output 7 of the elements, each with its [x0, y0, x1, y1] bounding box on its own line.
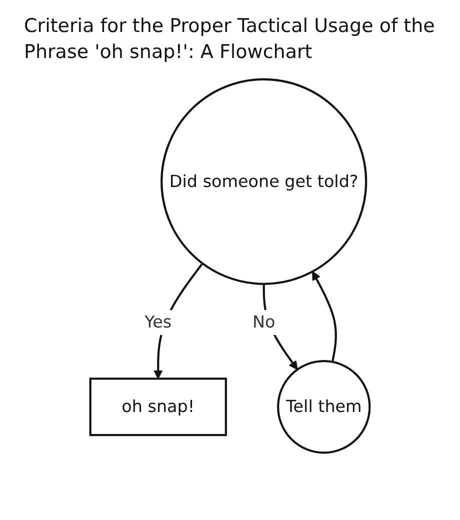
node-circle: Tell them — [277, 360, 371, 454]
node-circle: Did someone get told? — [160, 78, 368, 286]
edge-label: Yes — [144, 312, 172, 332]
title: Criteria for the Proper Tactical Usage of the Phrase 'oh snap!': A Flowchart — [24, 14, 436, 65]
edge-label: No — [252, 312, 276, 332]
arrow — [312, 271, 337, 362]
node-box: oh snap! — [89, 378, 227, 436]
